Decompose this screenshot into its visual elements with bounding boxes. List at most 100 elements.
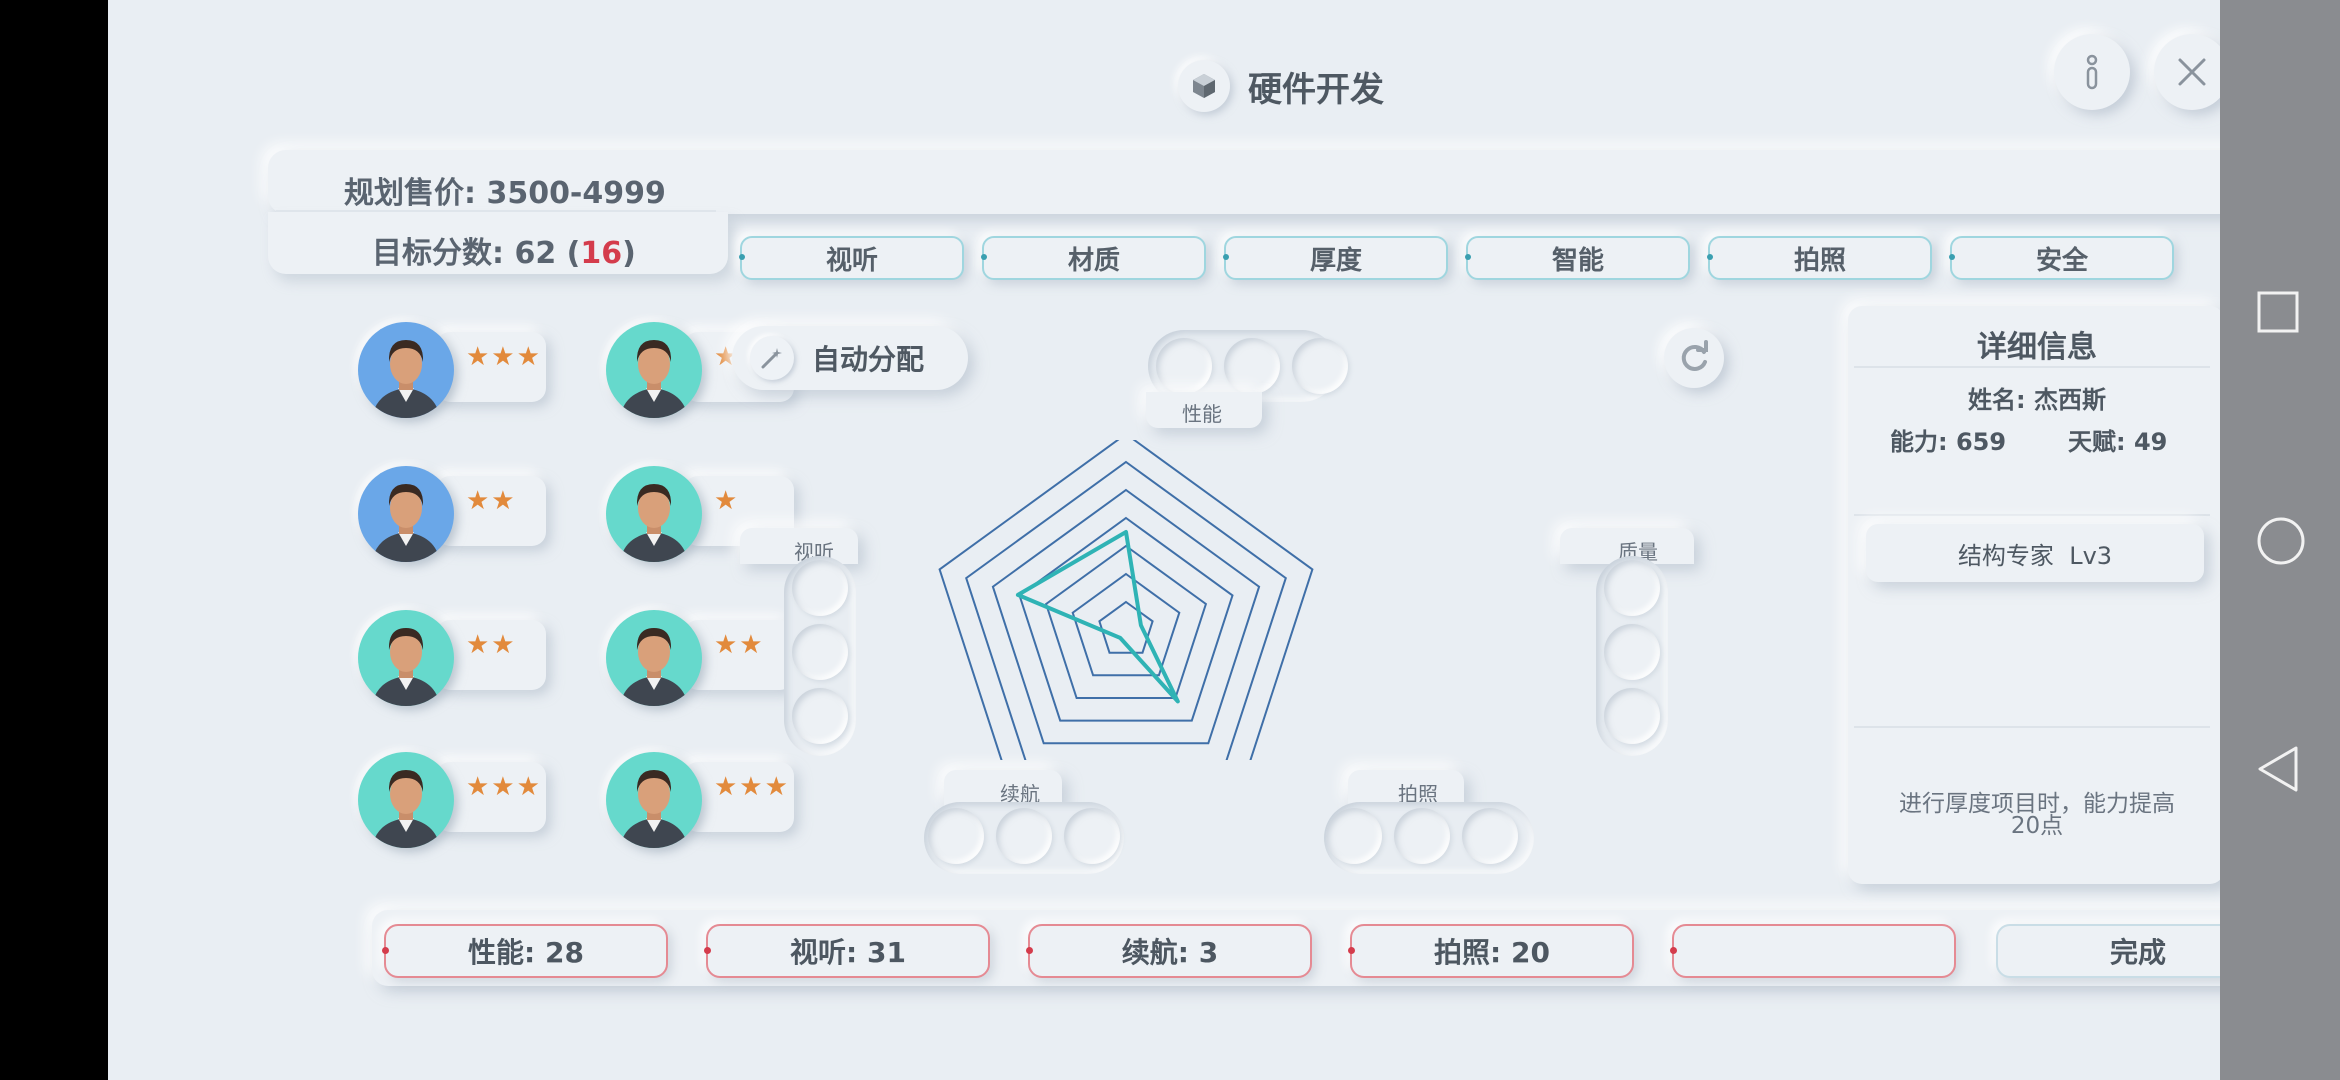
employee-avatar[interactable] [606,322,702,418]
finish-button-label: 完成 [2109,936,2166,969]
employee-avatar[interactable] [358,322,454,418]
score-audio-visual: 视听: 31 [704,924,990,978]
employee-avatar[interactable] [606,610,702,706]
recent-apps-icon[interactable] [2256,290,2300,334]
tab-label: 材质 [1067,245,1120,276]
label-tab-audio-visual [740,528,858,564]
employee-avatar[interactable] [358,752,454,848]
score-battery: 续航: 3 [1026,924,1312,978]
target-score: 目标分数: 62 (16) [372,228,636,272]
target-score-close: ) [622,236,636,271]
employee-star-card[interactable] [436,476,546,546]
label-tab-performance [1146,392,1262,428]
magic-wand-icon [750,336,794,380]
tab-label: 厚度 [1309,245,1362,276]
employee-star-card[interactable] [684,620,794,690]
employee-avatar[interactable] [606,752,702,848]
slot-camera-1[interactable] [1326,808,1382,864]
tab-label: 视听 [825,245,878,276]
divider [1854,366,2210,368]
radar-ring [991,488,1261,745]
slot-quality-1[interactable] [1604,560,1660,616]
employee-avatar[interactable] [358,466,454,562]
employee-star-card[interactable] [436,762,546,832]
window-title: 硬件开发 [1178,56,1384,116]
score-empty [1670,924,1956,978]
slot-performance-2[interactable] [1224,338,1280,394]
system-navigation-bar [2220,0,2340,1080]
radar-ring [1071,572,1181,677]
label-tab-camera [1348,770,1464,806]
auto-assign-button[interactable]: 自动分配 [732,326,968,390]
tab-label: 拍照 [1793,245,1846,276]
slot-audio-visual-2[interactable] [792,624,848,680]
cube-icon [1178,60,1230,112]
divider [1854,726,2210,728]
employee-stars: ★★ [466,486,517,516]
slot-battery-3[interactable] [1064,808,1120,864]
target-score-label: 目标分数: 62 ( [372,236,581,271]
slot-audio-visual-3[interactable] [792,688,848,744]
employee-avatar[interactable] [358,610,454,706]
detail-title: 详细信息 [1977,330,2097,365]
planned-price: 规划售价: 3500-4999 [344,176,666,211]
score-label: 性能: 28 [468,936,584,969]
radar-chart [938,440,1314,760]
slot-camera-2[interactable] [1394,808,1450,864]
close-icon [2178,58,2206,86]
slot-camera-3[interactable] [1462,808,1518,864]
employee-stars: ★ [714,342,740,372]
employee-stars: ★★ [714,630,765,660]
radar-shape [1015,530,1180,704]
employee-avatar[interactable] [606,466,702,562]
employee-stars: ★★★ [466,342,542,372]
refresh-button[interactable] [1664,328,1724,388]
score-label: 视听: 31 [790,936,906,969]
radar-ring [1098,600,1154,654]
close-button[interactable] [2154,34,2230,110]
slot-quality-3[interactable] [1604,688,1660,744]
slot-battery-2[interactable] [996,808,1052,864]
tab-audio-visual[interactable]: 视听 [739,236,964,280]
tab-security[interactable]: 安全 [1949,236,2174,280]
info-button[interactable] [2054,34,2130,110]
slot-performance-1[interactable] [1156,338,1212,394]
auto-assign-label: 自动分配 [812,343,925,376]
employee-star-card[interactable] [684,762,794,832]
score-label: 续航: 3 [1121,936,1219,969]
home-icon[interactable] [2256,516,2306,566]
employee-star-card[interactable] [436,332,546,402]
tab-thickness[interactable]: 厚度 [1223,236,1448,280]
employee-stars: ★★★ [466,772,542,802]
trait-description-line2: 20点 [2010,813,2064,839]
trait-description-line1: 进行厚度项目时，能力提高 [1899,791,2175,817]
divider [276,210,716,212]
trait-badge: 结构专家 Lv3 [1866,524,2204,582]
tab-camera[interactable]: 拍照 [1707,236,1932,280]
trait-label: 结构专家 Lv3 [1957,541,2113,570]
detail-ability: 能力: 659 [1890,428,2007,456]
radar-ring [965,460,1287,760]
radar-ring [938,440,1314,760]
window-title-text: 硬件开发 [1248,69,1384,110]
tab-material[interactable]: 材质 [981,236,1206,280]
refresh-icon [1681,340,1708,371]
employee-stars: ★★★ [714,772,790,802]
tab-smart[interactable]: 智能 [1465,236,1690,280]
score-label: 拍照: 20 [1434,936,1550,969]
target-score-extra: 16 [580,236,623,271]
tab-label: 安全 [2035,245,2088,276]
divider [1854,514,2210,516]
score-performance: 性能: 28 [382,924,668,978]
slot-quality-2[interactable] [1604,624,1660,680]
employee-stars: ★★ [466,630,517,660]
slot-battery-1[interactable] [928,808,984,864]
radar-label-performance: 性能 [1182,402,1222,426]
radar-rings [938,440,1314,760]
employee-star-card[interactable] [436,620,546,690]
slot-audio-visual-1[interactable] [792,560,848,616]
info-icon [2086,54,2098,90]
back-icon[interactable] [2256,744,2300,794]
slot-performance-3[interactable] [1292,338,1348,394]
tab-label: 智能 [1551,245,1604,276]
